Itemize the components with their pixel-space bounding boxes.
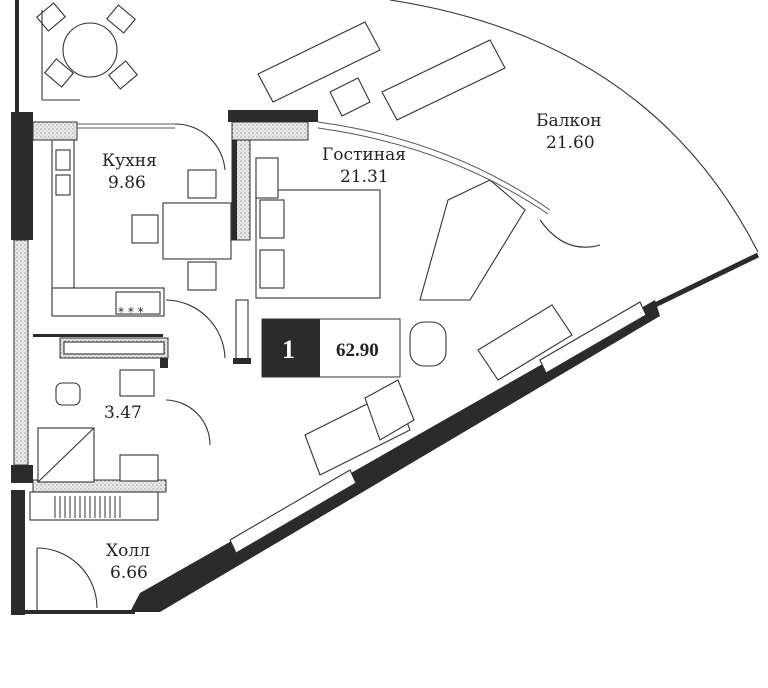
room-area-bathroom: 3.47 <box>104 403 142 423</box>
bathroom-fixtures <box>37 299 226 483</box>
interior-walls <box>29 334 169 521</box>
room-area-kitchen: 9.86 <box>108 173 146 193</box>
balcony-furniture <box>257 21 601 248</box>
hall-door <box>36 547 98 612</box>
apartment-badge: 1 62.90 <box>261 318 401 378</box>
kitchen-furniture: * * * <box>51 123 232 319</box>
room-name-kitchen: Кухня <box>102 151 157 171</box>
room-area-living: 21.31 <box>340 167 389 187</box>
room-area-hall: 6.66 <box>110 563 148 583</box>
room-area-balcony: 21.60 <box>546 133 595 153</box>
outer-walls <box>11 0 760 615</box>
stove-marks: * * * <box>118 305 144 319</box>
rooms-count: 1 <box>282 335 295 364</box>
room-name-balcony: Балкон <box>536 111 602 131</box>
outdoor-table-set <box>36 2 138 101</box>
living-furniture <box>255 157 573 476</box>
room-name-hall: Холл <box>106 541 150 561</box>
total-area: 62.90 <box>336 340 379 361</box>
room-name-living: Гостиная <box>322 145 406 165</box>
